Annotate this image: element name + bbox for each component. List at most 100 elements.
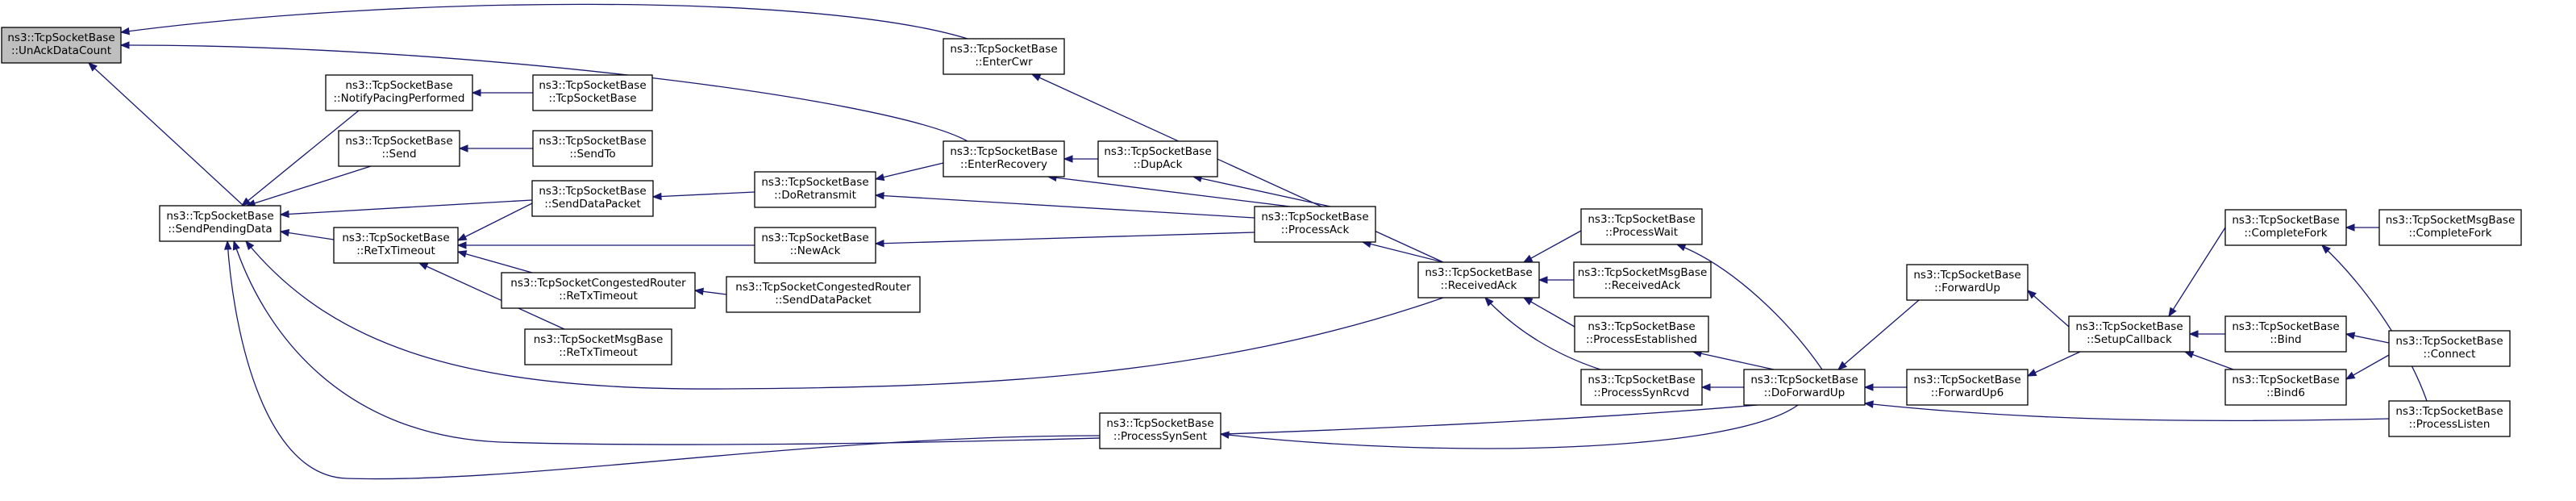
node-class-label: ns3::TcpSocketBase: [345, 79, 452, 92]
arrowhead: [874, 173, 885, 182]
node-senddatapacket[interactable]: ns3::TcpSocketBase::SendDataPacket: [531, 180, 654, 217]
node-newack[interactable]: ns3::TcpSocketBase::NewAck: [754, 227, 876, 264]
node-processack[interactable]: ns3::TcpSocketBase::ProcessAck: [1254, 206, 1376, 243]
node-method-label: ::SendDataPacket: [544, 198, 641, 211]
arrowhead: [1219, 431, 1230, 439]
node-setupcallback[interactable]: ns3::TcpSocketBase::SetupCallback: [2068, 315, 2191, 353]
edge-newack-to-retx: [456, 241, 755, 249]
node-bind6[interactable]: ns3::TcpSocketBase::Bind6: [2224, 369, 2347, 406]
node-class-label: ns3::TcpSocketBase: [2232, 214, 2339, 227]
node-method-label: ::ForwardUp6: [1931, 386, 2004, 399]
node-box: [2378, 209, 2522, 246]
node-doforwardup[interactable]: ns3::TcpSocketBase::DoForwardUp: [1743, 369, 1866, 406]
edge-layer: [88, 3, 2428, 480]
node-receivedack[interactable]: ns3::TcpSocketBase::ReceivedAck: [1417, 261, 1540, 299]
edge-processlisten-to-completefork: [2321, 244, 2428, 402]
node-congretx[interactable]: ns3::TcpSocketCongestedRouter::ReTxTimeo…: [501, 272, 696, 309]
node-box: [1417, 261, 1540, 299]
node-box: [1097, 140, 1218, 177]
node-dupack[interactable]: ns3::TcpSocketBase::DupAck: [1097, 140, 1218, 177]
edge-line: [1031, 73, 1444, 263]
node-box: [2224, 369, 2347, 406]
node-forwardup6[interactable]: ns3::TcpSocketBase::ForwardUp6: [1906, 369, 2029, 406]
node-method-label: ::SendTo: [569, 148, 615, 161]
arrowhead: [651, 192, 662, 201]
node-bind[interactable]: ns3::TcpSocketBase::Bind: [2224, 315, 2347, 353]
node-sendpending[interactable]: ns3::TcpSocketBase::SendPendingData: [159, 205, 281, 242]
edge-setupcallback-to-forwardup6: [2026, 351, 2081, 377]
edge-line: [875, 232, 1255, 244]
edge-congsend-to-congretx: [693, 287, 727, 296]
node-method-label: ::DupAck: [1134, 158, 1183, 171]
arrowhead: [1863, 400, 1874, 408]
node-congsend[interactable]: ns3::TcpSocketCongestedRouter::SendDataP…: [726, 276, 921, 313]
edge-bind-to-setupcallback: [2188, 330, 2225, 338]
edge-processack-to-dupack: [1192, 174, 1331, 207]
node-send[interactable]: ns3::TcpSocketBase::Send: [338, 130, 460, 167]
node-class-label: ns3::TcpSocketBase: [2232, 374, 2339, 386]
edge-line: [120, 3, 968, 40]
node-method-label: ::Send: [381, 148, 416, 161]
node-tcpsocketbase[interactable]: ns3::TcpSocketBase::TcpSocketBase: [532, 74, 653, 111]
arrowhead: [240, 197, 252, 207]
node-class-label: ns3::TcpSocketBase: [345, 135, 452, 148]
edge-bind6-to-setupcallback: [2183, 351, 2234, 370]
node-notifypacing[interactable]: ns3::TcpSocketBase::NotifyPacingPerforme…: [325, 74, 473, 111]
node-processwait[interactable]: ns3::TcpSocketBase::ProcessWait: [1580, 208, 1703, 245]
arrowhead: [456, 241, 467, 249]
arrowhead: [279, 210, 289, 219]
edge-line: [1220, 404, 1799, 449]
node-class-label: ns3::TcpSocketBase: [2395, 405, 2503, 418]
edge-line: [457, 251, 533, 273]
node-method-label: ::ReceivedAck: [1441, 279, 1517, 292]
node-class-label: ns3::TcpSocketBase: [2232, 320, 2339, 333]
node-sendto[interactable]: ns3::TcpSocketBase::SendTo: [532, 130, 653, 167]
arrowhead: [88, 62, 98, 72]
edge-forwardup6-to-doforwardup: [1863, 383, 1907, 391]
node-enterrecovery[interactable]: ns3::TcpSocketBase::EnterRecovery: [943, 140, 1065, 177]
node-processsynrcvd[interactable]: ns3::TcpSocketBase::ProcessSynRcvd: [1580, 369, 1703, 406]
node-class-label: ns3::TcpSocketBase: [539, 185, 646, 198]
edge-line: [2321, 244, 2428, 402]
node-method-label: ::DoRetransmit: [774, 189, 856, 202]
node-msgreceivedack[interactable]: ns3::TcpSocketMsgBase::ReceivedAck: [1573, 261, 1712, 299]
node-method-label: ::Bind: [2270, 333, 2301, 346]
node-box: [338, 130, 460, 167]
node-msgcompletefork[interactable]: ns3::TcpSocketMsgBase::CompleteFork: [2378, 209, 2522, 246]
node-processestablished[interactable]: ns3::TcpSocketBase::ProcessEstablished: [1574, 315, 1709, 353]
node-method-label: ::ProcessAck: [1281, 223, 1350, 236]
edge-forwardup-to-doforwardup: [1837, 299, 1920, 370]
node-msgretx[interactable]: ns3::TcpSocketMsgBase::ReTxTimeout: [524, 328, 672, 365]
arrowhead: [456, 250, 468, 258]
edge-sendpending-to-unack: [88, 62, 244, 207]
arrowhead: [119, 41, 130, 49]
node-class-label: ns3::TcpSocketCongestedRouter: [735, 281, 911, 294]
node-forwardup[interactable]: ns3::TcpSocketBase::ForwardUp: [1906, 264, 2029, 301]
node-method-label: ::Bind6: [2266, 386, 2305, 399]
node-processsynsent[interactable]: ns3::TcpSocketBase::ProcessSynSent: [1099, 412, 1221, 449]
edge-line: [2027, 290, 2070, 328]
node-doretransmit[interactable]: ns3::TcpSocketBase::DoRetransmit: [754, 171, 876, 208]
node-processlisten[interactable]: ns3::TcpSocketBase::ProcessListen: [2388, 400, 2511, 437]
node-class-label: ns3::TcpSocketBase: [1261, 211, 1368, 223]
node-unack[interactable]: ns3::TcpSocketBase::UnAckDataCount: [1, 27, 122, 64]
node-method-label: ::SetupCallback: [2087, 333, 2172, 346]
node-method-label: ::ReTxTimeout: [356, 244, 435, 257]
edge-line: [280, 199, 533, 215]
edge-dupack-to-enterrecovery: [1063, 155, 1098, 163]
node-box: [333, 227, 459, 264]
node-class-label: ns3::TcpSocketBase: [1913, 374, 2020, 386]
node-class-label: ns3::TcpSocketBase: [2395, 335, 2503, 348]
arrowhead: [458, 144, 468, 152]
edge-line: [241, 110, 360, 207]
node-class-label: ns3::TcpSocketBase: [1750, 374, 1858, 386]
node-connect[interactable]: ns3::TcpSocketBase::Connect: [2388, 330, 2511, 367]
arrowhead: [456, 233, 468, 241]
node-box: [943, 38, 1065, 75]
node-retx[interactable]: ns3::TcpSocketBase::ReTxTimeout: [333, 227, 459, 264]
node-box: [754, 227, 876, 264]
node-entercwr[interactable]: ns3::TcpSocketBase::EnterCwr: [943, 38, 1065, 75]
node-box: [1254, 206, 1376, 243]
edge-doforwardup-to-processestablished: [1692, 349, 1775, 370]
node-completefork[interactable]: ns3::TcpSocketBase::CompleteFork: [2224, 209, 2347, 246]
